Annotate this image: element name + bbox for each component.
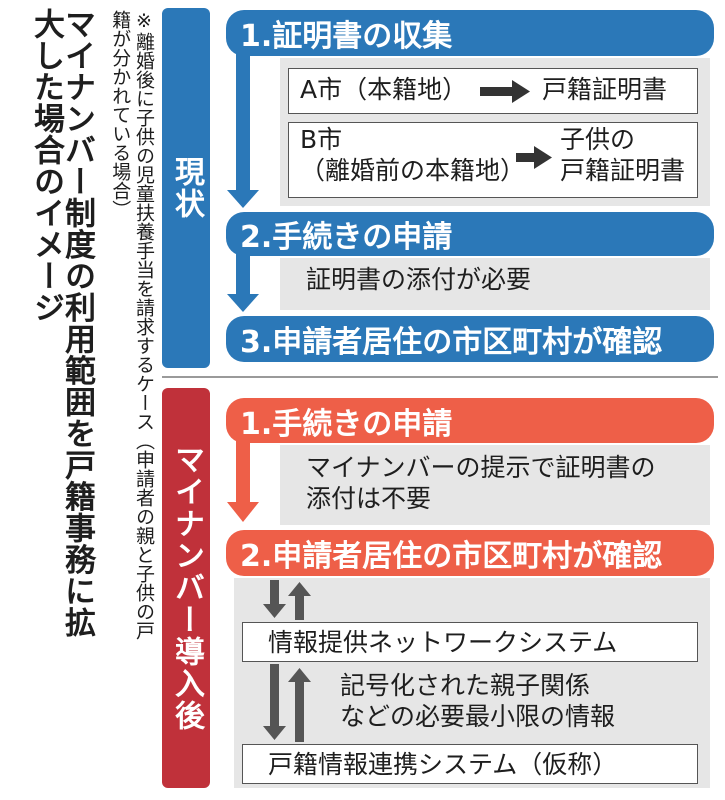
after-section-label: マイナンバー導入後 bbox=[162, 388, 210, 788]
city-a-arrow-icon bbox=[480, 80, 530, 103]
after-step1-panel bbox=[280, 445, 710, 525]
exchange-arrows-lower bbox=[263, 664, 311, 742]
current-step2-panel bbox=[280, 258, 710, 310]
minimal-info-note: 記号化された親子関係 などの必要最小限の情報 bbox=[340, 671, 616, 732]
network-system-box bbox=[242, 622, 698, 662]
section-divider bbox=[162, 376, 718, 378]
current-step2-note: 証明書の添付が必要 bbox=[306, 265, 532, 294]
current-section-label: 現状 bbox=[162, 8, 210, 368]
after-step1-note: マイナンバーの提示で証明書の 添付は不要 bbox=[306, 453, 656, 514]
current-step1-header: 1.証明書の収集 bbox=[226, 10, 714, 56]
case-note: ※離婚後に子供の児童扶養手当を請求するケース（申請者の親と子供の戸籍が分かれてい… bbox=[109, 10, 155, 640]
city-b-arrow-icon bbox=[516, 146, 552, 169]
network-system-label: 情報提供ネットワークシステム bbox=[268, 628, 618, 657]
city-a-label: A市（本籍地） bbox=[300, 75, 468, 104]
koseki-system-box bbox=[242, 744, 698, 784]
city-b-certificate: 子供の 戸籍証明書 bbox=[560, 125, 686, 186]
after-step2-header: 2.申請者居住の市区町村が確認 bbox=[226, 530, 714, 576]
city-a-certificate: 戸籍証明書 bbox=[542, 75, 668, 104]
current-step3-header: 3.申請者居住の市区町村が確認 bbox=[226, 316, 714, 362]
diagram-title: マイナンバー制度の利用範囲を戸籍事務に拡大した場合のイメージ bbox=[28, 8, 95, 638]
city-b-label: B市 （離婚前の本籍地） bbox=[300, 125, 526, 186]
after-flow-arrow bbox=[227, 440, 259, 522]
city-b-box bbox=[288, 122, 698, 198]
exchange-arrows-upper bbox=[263, 580, 311, 620]
current-step2-header: 2.手続きの申請 bbox=[226, 212, 714, 256]
koseki-system-label: 戸籍情報連携システム（仮称） bbox=[268, 750, 618, 779]
current-flow-arrow bbox=[227, 54, 259, 312]
after-step1-header: 1.手続きの申請 bbox=[226, 398, 714, 443]
